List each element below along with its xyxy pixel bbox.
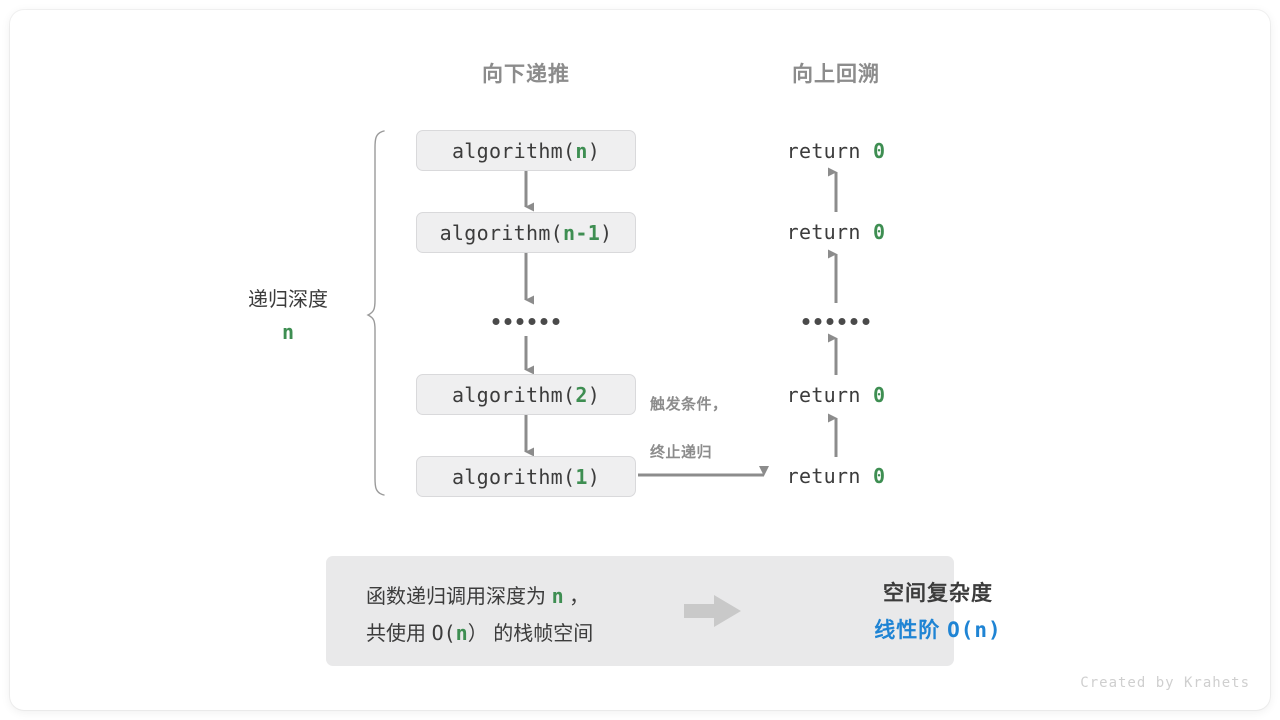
call-frame-prefix: algorithm( [451,382,576,407]
summary-bigo-open: O( [431,621,456,645]
call-frame-box-1[interactable]: algorithm(n) [416,130,636,171]
summary-var-n: n [551,584,564,608]
call-frame-arg: 1 [575,464,588,489]
diagram-stage: 向下递推 向上回溯 [10,10,1270,710]
call-frame-box-3[interactable]: algorithm(2) [416,374,636,415]
call-frame-suffix: ) [587,138,601,163]
summary-text-a: 函数递归调用深度为 [366,586,546,608]
return-keyword: return [786,220,861,244]
return-statement-3: return 0 [787,383,886,407]
base-case-note-line-2: 终止递归 [650,444,713,461]
return-value: 0 [873,383,886,407]
summary-result-title: 空间复杂度 [883,582,993,605]
call-frame-box-4[interactable]: algorithm(1) [416,456,636,497]
block-right-arrow-icon [684,595,741,627]
recursion-depth-brace [366,130,385,496]
recursion-depth-value: n [281,320,295,344]
credit-text: Created by Krahets [1080,675,1250,691]
call-frame-box-2[interactable]: algorithm(n-1) [416,212,636,253]
summary-text-comma: ， [569,586,590,608]
call-frame-suffix: ) [600,220,613,245]
summary-description: 函数递归调用深度为 n ， 共使用 O(n） 的栈帧空间 [366,578,593,652]
column-header-backtrack-up: 向上回溯 [792,63,880,86]
call-frame-prefix: algorithm( [451,138,576,163]
return-keyword: return [786,139,861,163]
summary-description-line-2: 共使用 O(n） 的栈帧空间 [366,615,593,652]
return-value: 0 [873,220,886,244]
summary-bigo-close: ） [467,621,488,645]
complexity-name: 线性阶 [874,619,941,642]
call-frame-arg: n [575,138,588,163]
diagram-card: 向下递推 向上回溯 [10,10,1270,710]
return-keyword: return [786,383,861,407]
complexity-notation: O(n) [947,618,1002,642]
call-frame-arg: 2 [575,382,588,407]
summary-text-c: 的栈帧空间 [493,623,594,645]
return-keyword: return [786,464,861,488]
call-frame-prefix: algorithm( [439,220,564,245]
summary-result-complexity: 线性阶 O(n) [838,612,1038,649]
column-header-recurse-down: 向下递推 [482,63,570,86]
summary-panel: 函数递归调用深度为 n ， 共使用 O(n） 的栈帧空间 空间复杂度 线性阶 O… [326,556,1001,666]
call-frame-prefix: algorithm( [451,464,576,489]
return-statement-4: return 0 [787,464,886,488]
call-frame-arg: n-1 [563,220,601,245]
return-statement-2: return 0 [787,220,886,244]
summary-text-b: 共使用 [366,623,426,645]
call-column-ellipsis-icon [492,318,560,325]
recursion-depth-label: 递归深度 [248,289,328,311]
call-frame-suffix: ) [587,382,601,407]
return-statement-1: return 0 [787,139,886,163]
call-frame-suffix: ) [587,464,601,489]
summary-result: 空间复杂度 线性阶 O(n) [838,576,1038,649]
summary-description-line-1: 函数递归调用深度为 n ， [366,578,593,615]
summary-bigo-var: n [455,621,468,645]
return-value: 0 [873,464,886,488]
return-value: 0 [873,139,886,163]
base-case-note-line-1: 触发条件， [650,396,728,413]
return-column-ellipsis-icon [802,318,870,325]
